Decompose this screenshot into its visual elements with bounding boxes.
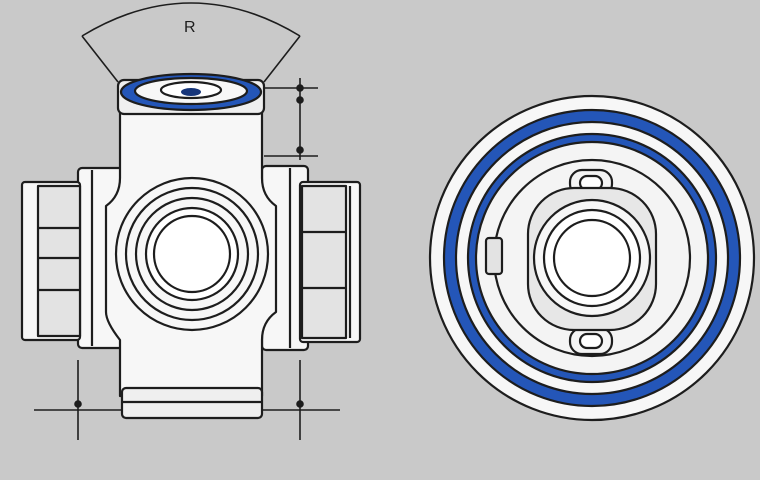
fitting-front-view	[428, 94, 756, 422]
side-tab	[484, 236, 504, 276]
front-port	[114, 176, 270, 332]
cross-fitting-side-view	[20, 72, 362, 420]
dimension-lines	[34, 2, 340, 440]
bore	[532, 198, 652, 318]
dimension-label: R	[184, 19, 196, 36]
top-collar	[116, 72, 266, 116]
